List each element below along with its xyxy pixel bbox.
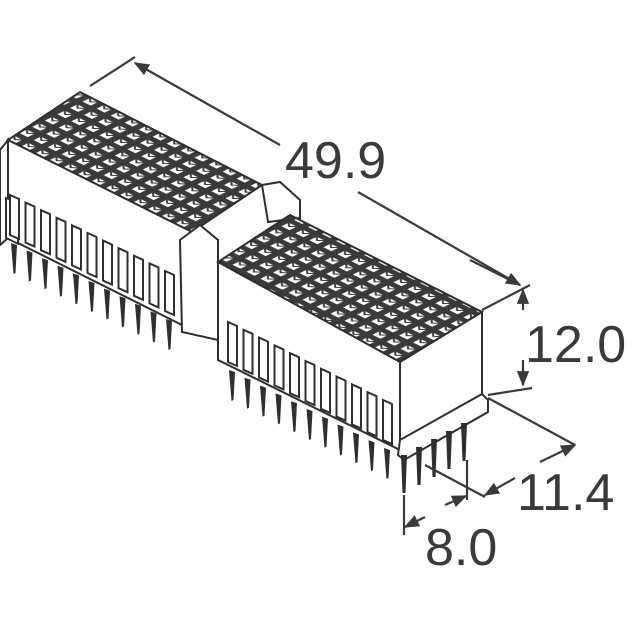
fin: [304, 359, 316, 407]
pin: [384, 448, 390, 479]
fin: [382, 398, 393, 446]
pin: [42, 258, 48, 290]
left-fin-row: [9, 193, 175, 350]
dimension-pin-span: 8.0: [402, 460, 497, 577]
pin: [446, 431, 452, 469]
fin: [366, 390, 378, 438]
fin: [102, 239, 113, 287]
pin: [57, 265, 64, 297]
pin: [368, 440, 375, 472]
fin: [71, 223, 82, 271]
pin: [73, 273, 79, 305]
right-pin-row: [401, 423, 467, 493]
fin: [40, 208, 51, 256]
fin: [351, 382, 362, 430]
pin: [275, 393, 282, 425]
left-latch: [178, 223, 219, 342]
pin: [26, 250, 33, 282]
pin: [244, 377, 251, 409]
fin: [242, 328, 254, 376]
fin: [117, 246, 129, 294]
fin: [24, 201, 36, 249]
dimension-length: 49.9: [89, 56, 522, 286]
pin: [104, 288, 110, 320]
pin: [119, 296, 126, 328]
right-fin-row: [227, 320, 393, 479]
dimension-height: 12.0: [481, 284, 626, 397]
fin: [320, 367, 331, 415]
dimension-height-label: 12.0: [525, 316, 626, 374]
pin: [11, 243, 17, 274]
fin: [148, 261, 160, 309]
dimension-depth-label: 11.4: [517, 464, 614, 522]
fin: [227, 320, 238, 368]
pin: [306, 409, 313, 440]
pin: [260, 385, 266, 417]
pin: [431, 439, 437, 477]
fin: [133, 254, 144, 302]
pin: [229, 370, 235, 401]
pin: [135, 303, 141, 335]
fin: [55, 216, 67, 264]
dimension-length-label: 49.9: [285, 132, 386, 190]
fin: [335, 375, 347, 423]
fin: [9, 193, 20, 241]
fin: [164, 269, 175, 317]
fin: [258, 336, 269, 384]
fin: [289, 351, 300, 399]
pin: [416, 447, 422, 485]
fin: [86, 231, 98, 279]
pin: [88, 281, 95, 312]
pin: [322, 416, 328, 448]
pin: [461, 423, 467, 461]
dimension-depth: 11.4: [424, 397, 614, 522]
dimension-pin-span-label: 8.0: [425, 519, 497, 577]
fin: [273, 343, 285, 391]
pin: [337, 424, 344, 456]
pin: [401, 455, 407, 493]
pin: [291, 401, 297, 433]
pin: [166, 319, 172, 350]
pin: [353, 432, 359, 464]
pin: [150, 311, 157, 343]
